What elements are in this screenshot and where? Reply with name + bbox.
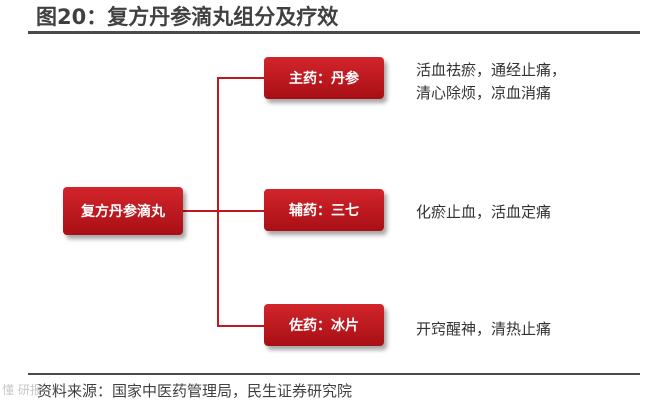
connector-branch-3 (217, 325, 264, 327)
branch-node-auxiliary-herb: 辅药：三七 (264, 189, 384, 231)
connector-root (183, 210, 218, 212)
bottom-divider (28, 373, 640, 375)
root-node-label: 复方丹参滴丸 (81, 204, 165, 220)
branch-node-label: 佐药：冰片 (289, 318, 359, 334)
connector-branch-2 (217, 210, 264, 212)
effect-line: 活血祛瘀，通经止痛， (416, 61, 567, 79)
effect-line: 化瘀止血，活血定痛 (416, 203, 552, 221)
root-node: 复方丹参滴丸 (63, 187, 183, 235)
effect-text-main-herb: 活血祛瘀，通经止痛， 清心除烦，凉血消痛 (416, 59, 566, 105)
branch-node-adjuvant-herb: 佐药：冰片 (264, 304, 384, 346)
connector-branch-1 (217, 77, 264, 79)
branch-node-label: 辅药：三七 (289, 203, 359, 219)
branch-node-label: 主药：丹参 (289, 71, 359, 87)
watermark: 懂 研报 (2, 383, 42, 397)
top-divider (28, 31, 640, 34)
effect-text-auxiliary-herb: 化瘀止血，活血定痛 (416, 201, 551, 224)
source-note: 资料来源：国家中医药管理局，民生证券研究院 (37, 382, 353, 400)
effect-line: 清心除烦，凉血消痛 (416, 84, 552, 102)
effect-text-adjuvant-herb: 开窍醒神，清热止痛 (416, 318, 551, 341)
connector-trunk (217, 77, 219, 326)
effect-line: 开窍醒神，清热止痛 (416, 320, 552, 338)
figure-title: 图20：复方丹参滴丸组分及疗效 (36, 5, 339, 29)
branch-node-main-herb: 主药：丹参 (264, 57, 384, 99)
